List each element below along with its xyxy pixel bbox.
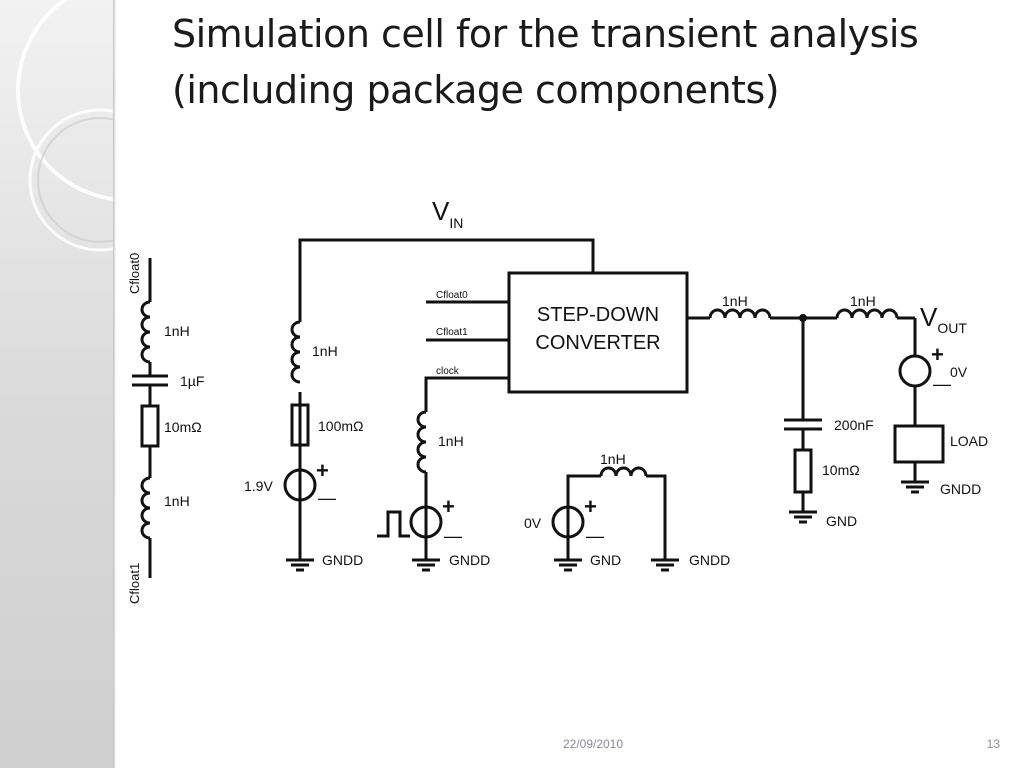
pin-cfloat0-label: Cfloat0 xyxy=(436,290,468,301)
slide-date: 22/09/2010 xyxy=(562,737,624,751)
vin-inductor xyxy=(290,320,301,384)
clock-source-plus: + xyxy=(442,494,455,519)
step-down-converter: STEP-DOWN CONVERTER Cfloat0 Cfloat1 cloc… xyxy=(424,271,689,412)
load-label: LOAD xyxy=(950,433,988,449)
ref-gndd-label: GNDD xyxy=(689,552,730,568)
ref-source-minus: — xyxy=(586,526,604,546)
clock-inductor-value: 1nH xyxy=(438,433,464,449)
slide-number: 13 xyxy=(986,737,1000,751)
clock-branch: 1nH + — GNDD xyxy=(377,410,490,572)
ground-reference-branch: 1nH 0V + — GND GNDD xyxy=(524,451,730,572)
slide-title-line-1: Simulation cell for the transient analys… xyxy=(172,12,919,56)
clock-pulse-symbol xyxy=(377,510,410,538)
load-ground-label: GNDD xyxy=(940,481,981,497)
pin-clock-label: clock xyxy=(436,366,460,377)
left-resistor-value: 10mΩ xyxy=(164,419,202,435)
output-branch: 1nH 1nH VOUT 200nF 10mΩ GND 0V + — LOAD … xyxy=(687,293,988,529)
clock-pulse-source xyxy=(409,505,443,539)
vin-ground-label: GNDD xyxy=(322,552,363,568)
left-capacitor xyxy=(132,374,168,387)
output-source-value: 0V xyxy=(950,364,968,380)
sidebar-edge xyxy=(113,0,116,768)
left-package-branch: Cfloat0 Cfloat1 1nH 1µF 10mΩ 1nH xyxy=(127,253,204,604)
left-capacitor-value: 1µF xyxy=(180,373,204,389)
output-resistor-value: 10mΩ xyxy=(822,462,860,478)
output-inductor-1-value: 1nH xyxy=(722,293,748,309)
slide-title-line-2: (including package components) xyxy=(172,68,780,112)
vout-label: VOUT xyxy=(920,302,967,336)
slide-sidebar-decoration xyxy=(0,0,113,768)
output-source xyxy=(898,354,932,388)
vin-source-value: 1.9V xyxy=(244,478,273,494)
clock-ground-label: GNDD xyxy=(449,552,490,568)
vin-inductor-value: 1nH xyxy=(312,343,338,359)
ref-inductor-value: 1nH xyxy=(600,451,626,467)
output-resistor xyxy=(793,448,813,494)
left-inductor-2-value: 1nH xyxy=(164,493,190,509)
ref-gnd-label: GND xyxy=(590,552,621,568)
left-inductor-1 xyxy=(140,300,151,364)
vin-branch: VIN 1nH 100mΩ 1.9V + — GNDD xyxy=(244,196,595,572)
ref-source xyxy=(551,505,585,539)
ref-source-plus: + xyxy=(584,494,597,519)
pin-cfloat1-label: Cfloat1 xyxy=(436,327,468,338)
output-inductor-2 xyxy=(835,308,899,319)
left-inductor-2 xyxy=(140,476,151,540)
left-inductor-1-value: 1nH xyxy=(164,323,190,339)
clock-inductor xyxy=(416,410,427,474)
ref-inductor xyxy=(599,466,648,477)
vin-label: VIN xyxy=(432,196,463,231)
converter-label-line-2: CONVERTER xyxy=(535,332,660,354)
left-top-label: Cfloat0 xyxy=(127,253,142,294)
output-source-minus: — xyxy=(933,374,951,394)
ref-source-value: 0V xyxy=(524,515,542,531)
output-source-plus: + xyxy=(931,342,944,367)
output-gnd-label: GND xyxy=(826,513,857,529)
output-inductor-2-value: 1nH xyxy=(850,293,876,309)
vin-source xyxy=(283,468,317,502)
converter-label-line-1: STEP-DOWN xyxy=(537,304,659,326)
output-inductor-1 xyxy=(708,308,772,319)
vin-resistor-value: 100mΩ xyxy=(318,418,364,434)
output-capacitor xyxy=(784,418,822,431)
left-bottom-label: Cfloat1 xyxy=(127,563,142,604)
left-resistor xyxy=(140,404,160,448)
output-capacitor-value: 200nF xyxy=(834,417,874,433)
vin-source-plus: + xyxy=(316,458,329,483)
decorative-circles xyxy=(16,0,113,252)
vin-source-minus: — xyxy=(318,488,336,508)
clock-source-minus: — xyxy=(444,526,462,546)
load-block xyxy=(893,424,945,464)
slide-title: Simulation cell for the transient analys… xyxy=(172,6,1012,118)
vin-resistor xyxy=(290,403,310,447)
